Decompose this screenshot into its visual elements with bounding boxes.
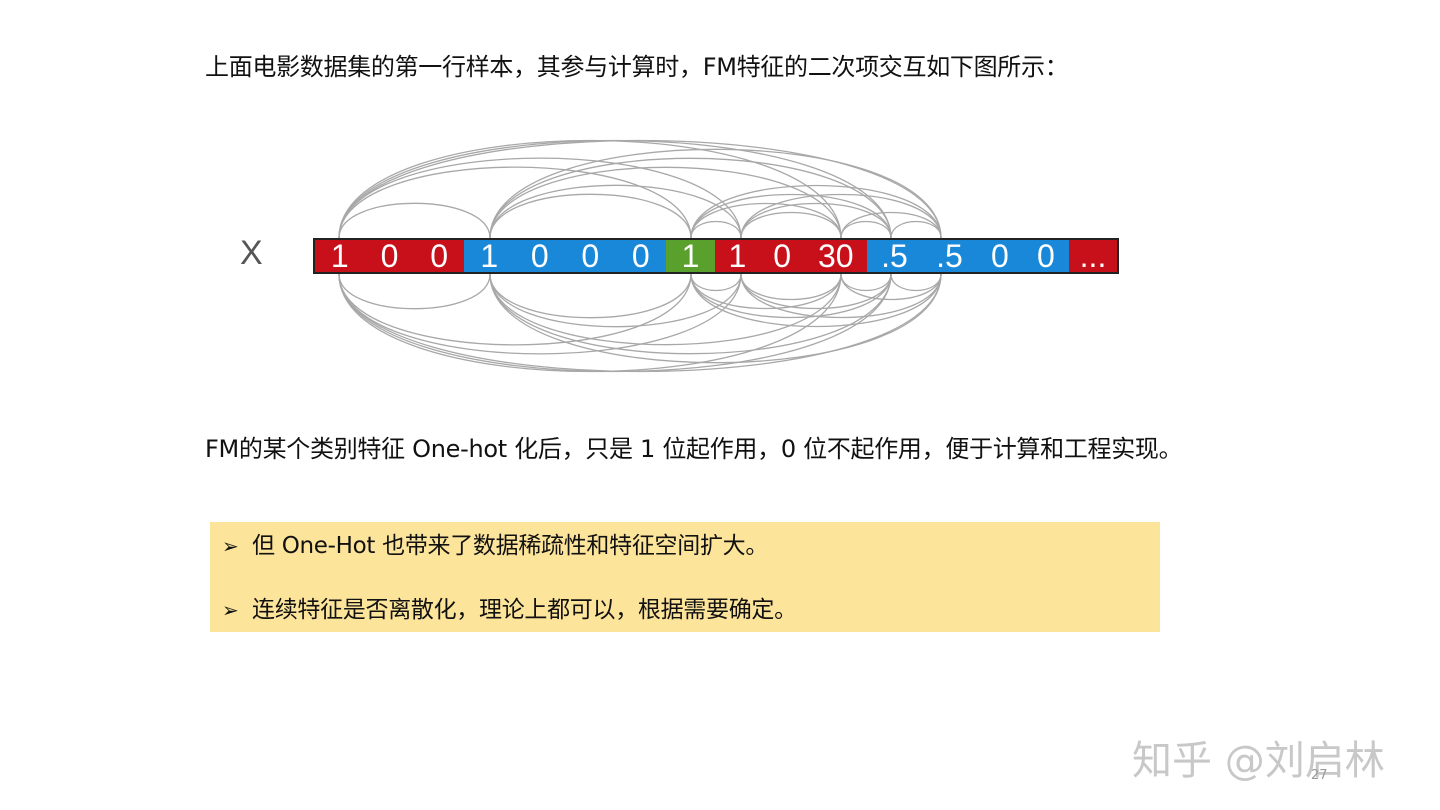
vector-cell: .5 <box>881 238 908 274</box>
vector-cell: 0 <box>991 238 1009 274</box>
interaction-arc <box>690 193 892 239</box>
interaction-arc <box>690 273 892 319</box>
interaction-arc <box>489 273 892 355</box>
vector-cell: 1 <box>728 238 747 274</box>
interaction-arc <box>740 273 892 310</box>
interaction-arc <box>489 184 742 239</box>
interaction-arc <box>489 273 742 328</box>
vector-cell: 0 <box>1037 238 1055 274</box>
interaction-arc <box>740 212 842 239</box>
interaction-arc <box>690 202 842 239</box>
arrow-bullet-icon: ➢ <box>222 598 239 622</box>
interaction-arc <box>690 184 942 239</box>
vector-cell: 0 <box>773 238 791 274</box>
interaction-arc <box>338 202 491 239</box>
interaction-arc <box>338 139 942 239</box>
bullet-item: ➢ 连续特征是否离散化，理论上都可以，根据需要确定。 <box>222 594 797 626</box>
vector-cell: 0 <box>530 238 549 274</box>
segment-rated: 1 <box>666 240 715 272</box>
interaction-arc <box>338 166 692 239</box>
interaction-arc <box>489 273 842 346</box>
interaction-arc <box>489 148 942 239</box>
slide-heading: 上面电影数据集的第一行样本，其参与计算时，FM特征的二次项交互如下图所示： <box>205 53 1069 81</box>
interaction-arc <box>489 273 942 364</box>
vector-cell: 0 <box>631 238 650 274</box>
interaction-arc <box>338 273 742 355</box>
callout-box: ➢ 但 One-Hot 也带来了数据稀疏性和特征空间扩大。 ➢ 连续特征是否离散化，… <box>210 522 1160 632</box>
interaction-arc <box>338 273 942 373</box>
vector-cell: 1 <box>480 238 499 274</box>
arrow-bullet-icon: ➢ <box>222 534 239 558</box>
vector-cell: 1 <box>330 238 349 274</box>
interaction-arc <box>740 193 942 239</box>
page-number: 27 <box>1311 768 1328 783</box>
watermark: 知乎 @刘启林 <box>1132 738 1385 784</box>
vector-x-label: X <box>240 234 263 272</box>
interaction-arc <box>690 273 942 328</box>
bullet-text: 连续特征是否离散化，理论上都可以，根据需要确定。 <box>252 597 797 623</box>
interaction-arc <box>489 157 892 239</box>
bullet-item: ➢ 但 One-Hot 也带来了数据稀疏性和特征空间扩大。 <box>222 530 768 562</box>
interaction-arc <box>740 202 892 239</box>
vector-cell: .5 <box>936 238 963 274</box>
vector-cell: 0 <box>581 238 600 274</box>
vector-cell: 1 <box>681 238 700 274</box>
interaction-arc <box>690 220 742 239</box>
bullet-text: 但 One-Hot 也带来了数据稀疏性和特征空间扩大。 <box>252 533 769 559</box>
vector-cell: 0 <box>430 238 449 274</box>
interaction-arc <box>489 166 842 239</box>
segment-more: ... <box>1069 240 1117 272</box>
interaction-arc <box>338 273 491 310</box>
onehot-note: FM的某个类别特征 One-hot 化后，只是 1 位起作用，0 位不起作用，便… <box>205 435 1183 463</box>
interaction-arc <box>338 273 692 346</box>
interaction-arc <box>890 273 942 292</box>
interaction-arc <box>740 273 842 300</box>
vector-cell: 0 <box>380 238 399 274</box>
interaction-arc <box>489 273 692 319</box>
interaction-arc <box>890 220 942 239</box>
vector-cell: 30 <box>817 238 854 274</box>
vector-cell: ... <box>1079 238 1107 274</box>
interaction-arc <box>489 193 692 239</box>
interaction-arc <box>690 273 842 310</box>
interaction-arc <box>690 273 742 292</box>
interaction-arc <box>338 157 742 239</box>
interaction-arc <box>740 273 942 319</box>
